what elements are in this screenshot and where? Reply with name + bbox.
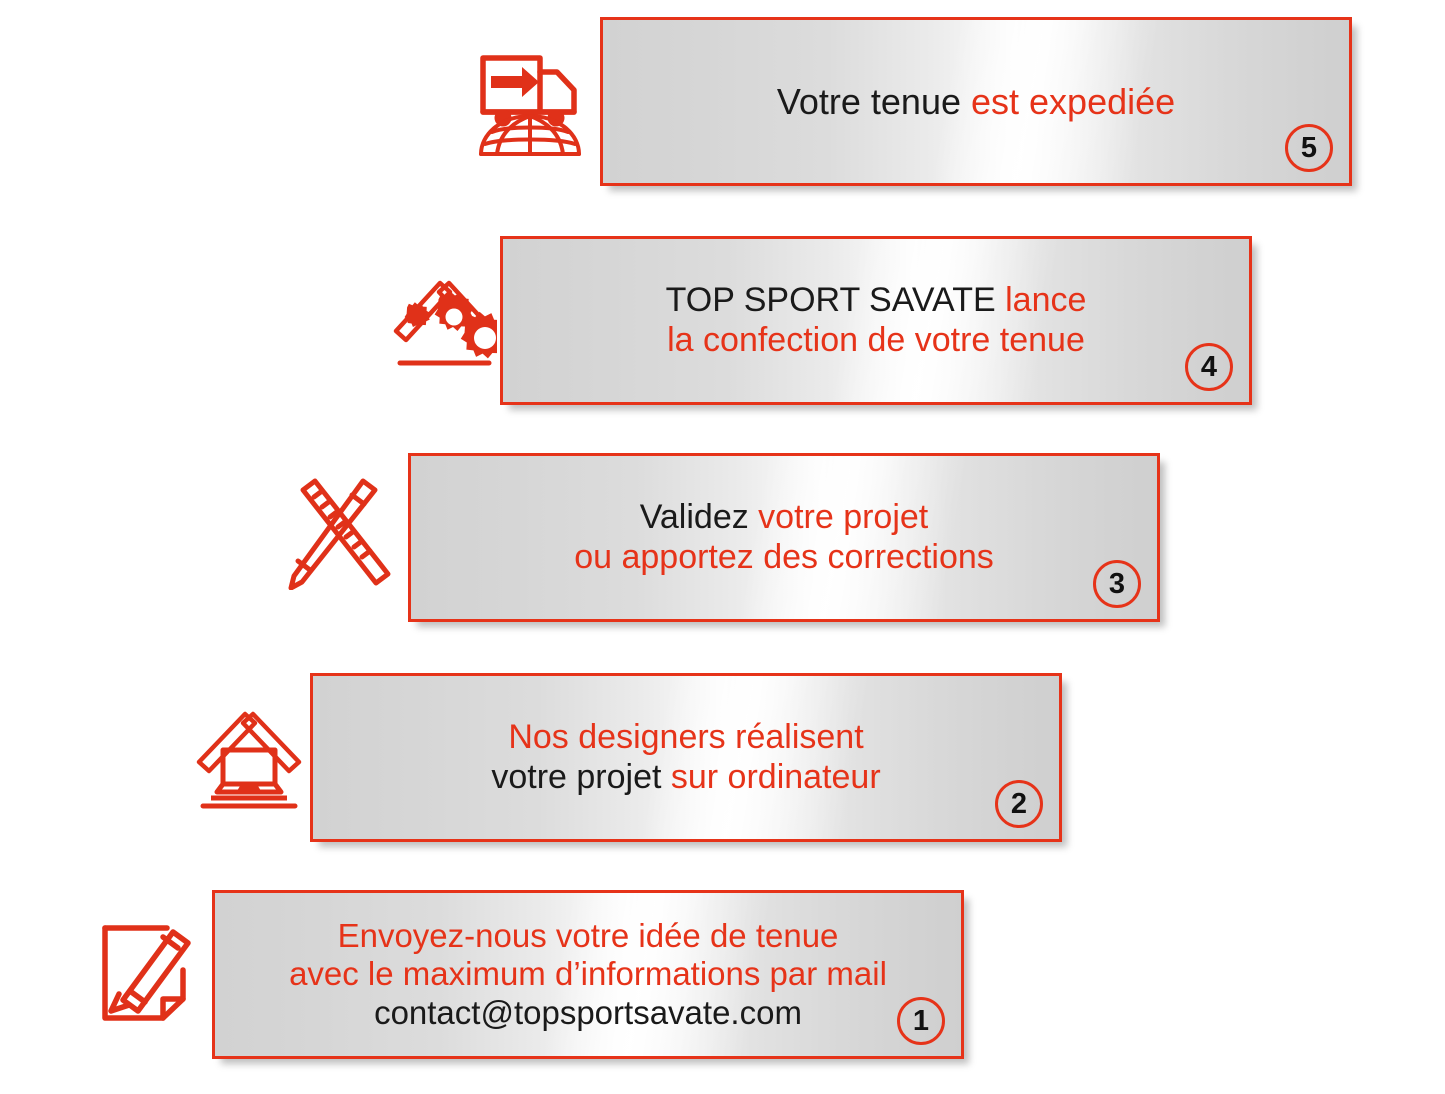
step-4-number-badge: 4	[1185, 343, 1233, 391]
step-1-panel: Envoyez-nous votre idée de tenue avec le…	[212, 890, 964, 1059]
step-2-line-2-seg-2: sur ordinateur	[670, 757, 881, 796]
step-3-line-1-seg-1: Validez	[639, 498, 759, 537]
pencil-ruler-cross-icon	[285, 478, 393, 590]
step-2-number-badge: 2	[995, 780, 1043, 828]
roof-laptop-icon	[195, 700, 303, 810]
step-1-line-1: Envoyez-nous votre idée de tenue	[338, 917, 839, 955]
step-5-line-1-seg-2: est expediée	[971, 80, 1176, 122]
step-5-panel: Votre tenue est expediée 5	[600, 17, 1352, 186]
step-4-line-2: la confection de votre tenue	[667, 321, 1085, 360]
step-4-number: 4	[1200, 350, 1218, 383]
step-3-panel: Validez votre projet ou apportez des cor…	[408, 453, 1160, 622]
step-3-number: 3	[1108, 567, 1126, 600]
step-5-text-block: Votre tenue est expediée	[603, 20, 1349, 183]
step-2-line-2-seg-1: votre projet	[491, 757, 671, 796]
delivery-truck-globe-icon	[477, 50, 583, 160]
roof-gears-icon	[392, 265, 497, 375]
step-4-line-1-seg-2: lance	[1005, 281, 1087, 320]
step-5-line-1-seg-1: Votre tenue	[776, 80, 971, 122]
step-4-line-2-seg-1: la confection de votre tenue	[667, 320, 1085, 359]
step-3-line-1: Validez votre projet	[640, 498, 929, 537]
step-2-line-1: Nos designers réalisent	[508, 718, 863, 757]
step-5-number-badge: 5	[1285, 124, 1333, 172]
step-4-panel: TOP SPORT SAVATE lance la confection de …	[500, 236, 1252, 405]
step-1-email-text: contact@topsportsavate.com	[374, 993, 802, 1031]
step-5-line-1: Votre tenue est expediée	[777, 81, 1175, 123]
step-1-number-badge: 1	[897, 997, 945, 1045]
step-5-number: 5	[1300, 131, 1318, 164]
step-1-line-1-seg-1: Envoyez-nous votre idée de tenue	[337, 917, 839, 955]
step-4-line-1-seg-1: TOP SPORT SAVATE	[665, 281, 1006, 320]
step-4-line-1: TOP SPORT SAVATE lance	[666, 281, 1087, 320]
step-1-line-2-seg-1: avec le maximum d’informations par mail	[289, 955, 887, 993]
step-1-line-3: contact@topsportsavate.com	[374, 994, 802, 1032]
step-3-line-2-seg-1: ou apportez des corrections	[574, 537, 994, 576]
step-1-text-block: Envoyez-nous votre idée de tenue avec le…	[215, 893, 961, 1056]
step-2-panel: Nos designers réalisent votre projet sur…	[310, 673, 1062, 842]
step-2-line-1-seg-1: Nos designers réalisent	[508, 718, 864, 757]
step-3-line-2: ou apportez des corrections	[574, 538, 994, 577]
step-4-text-block: TOP SPORT SAVATE lance la confection de …	[503, 239, 1249, 402]
step-2-number: 2	[1010, 787, 1028, 820]
step-1-line-2: avec le maximum d’informations par mail	[289, 955, 887, 993]
step-2-text-block: Nos designers réalisent votre projet sur…	[313, 676, 1059, 839]
step-2-line-2: votre projet sur ordinateur	[491, 758, 880, 797]
document-pencil-icon	[97, 918, 201, 1028]
step-3-text-block: Validez votre projet ou apportez des cor…	[411, 456, 1157, 619]
step-1-number: 1	[912, 1004, 930, 1037]
step-3-number-badge: 3	[1093, 560, 1141, 608]
step-3-line-1-seg-2: votre projet	[758, 498, 929, 537]
